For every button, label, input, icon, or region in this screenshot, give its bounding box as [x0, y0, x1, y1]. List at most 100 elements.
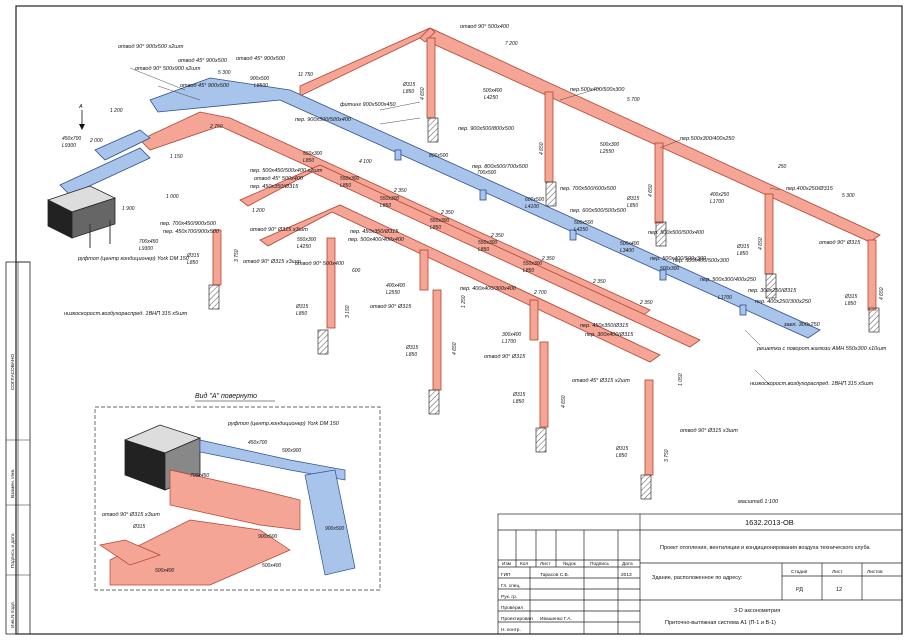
label-f3: пер. 500x450/500x400 x2шт	[250, 168, 323, 174]
size-l23: L850	[187, 260, 198, 266]
dim-f: 2 350	[639, 300, 653, 306]
dim-b: 2 350	[440, 210, 454, 216]
size-s16: 550x300	[380, 196, 399, 202]
agreed-label: СОГЛАСОВАНО	[10, 354, 16, 390]
inventory-label: Инв.N подл.	[10, 601, 16, 628]
sheet-border	[15, 5, 903, 635]
size-s14: 550x300	[303, 151, 322, 157]
unit-dim-d: L9300	[139, 246, 153, 252]
sheets-header: Листов	[867, 569, 883, 575]
size-l30: L850	[845, 301, 856, 307]
unit-caption: руфтоп (центр кондиционер) York DM 150	[77, 256, 190, 262]
inset-d1: 450x700	[248, 440, 267, 446]
label-e1: отвод 90° 900x500 x2шт	[118, 44, 184, 50]
dim-left-a: 1 200	[110, 108, 123, 114]
label-r5: решетка с поворот.жалюзи АМН 550x300 x10…	[756, 346, 887, 352]
view-marker: А	[78, 104, 85, 130]
size-s22: 300x400	[502, 332, 521, 338]
row-role-1: Гл. спец.	[501, 583, 521, 589]
title-block-text: 1632.2013-ОВ Проект отопления, вентиляци…	[501, 518, 883, 633]
size-l1: L4250	[484, 95, 498, 101]
col-3: №док	[563, 561, 577, 567]
height-h3: 4 650	[648, 184, 654, 197]
unit-dim-a: 450x700	[62, 136, 81, 142]
size-l9: L4250	[574, 227, 588, 233]
row-role-0: ГИП	[501, 572, 511, 578]
label-f15: отвод 45° Ø315 x2шт	[572, 378, 630, 384]
stage-header: Стадия	[791, 569, 808, 575]
col-5: Дата	[622, 561, 633, 567]
label-f31: отвод 90° Ø315 x3шт	[243, 259, 301, 265]
dim-left-j: 1 000	[166, 194, 179, 200]
size-l10: L3400	[620, 248, 634, 254]
label-f1: фитинг 900x500x450	[340, 102, 397, 108]
dim-i: 250	[777, 164, 787, 170]
col-4: Подпись	[590, 561, 609, 567]
supports	[208, 117, 880, 500]
size-l17: L850	[430, 225, 441, 231]
supply-ductwork	[139, 27, 881, 476]
side-stamp: СОГЛАСОВАНО Взамен. Инв. Подпись и дата …	[5, 261, 31, 635]
row-role-5: Н. контр.	[501, 627, 521, 633]
size-s7: 700x500	[477, 170, 496, 176]
label-f12: пер. 450x350/Ø315	[580, 323, 629, 329]
size-s30: Ø315	[844, 294, 857, 300]
label-f13: пер. 300x400/Ø315	[585, 332, 634, 338]
replaced-label: Взамен. Инв.	[10, 469, 16, 498]
sheet-value: 12	[836, 587, 842, 593]
stage-value: РД	[796, 587, 803, 593]
label-f21: пер. 500x500/500x400	[648, 230, 705, 236]
stamp-sheet-name: 3-D аксонометрия	[734, 608, 780, 614]
label-f5: пер. 450x350/Ø315	[250, 184, 299, 190]
size-l24: L850	[296, 311, 307, 317]
size-l26: L850	[513, 399, 524, 405]
size-s4: Ø315	[402, 82, 415, 88]
label-r6: низкоскорост.воздухораспред. 1ВНП 315 x5…	[750, 381, 874, 387]
size-s18: 550x300	[478, 240, 497, 246]
size-l3: L1700	[710, 199, 724, 205]
size-s6: 800x500	[429, 153, 448, 159]
size-s3: 400x250	[710, 192, 729, 198]
rooftop-unit	[46, 185, 117, 248]
label-f22: пер. 500x400/500x300	[650, 256, 707, 262]
label-f30: отвод 90° Ø315	[370, 304, 412, 310]
size-l29: L850	[737, 251, 748, 257]
label-f26: пер. 500x300/400x250	[700, 277, 757, 283]
label-r1: пер.500x400/500x300	[570, 87, 625, 93]
size-s9: 500x500	[574, 220, 593, 226]
size-s11: 500x300	[660, 266, 679, 272]
scale-label: масштаб 1:100	[738, 499, 779, 505]
dim-t: 5 700	[627, 97, 640, 103]
height-h10: 3 750	[234, 249, 240, 262]
dim-s: 5 300	[842, 193, 855, 199]
inset-d2: 500x900	[282, 448, 301, 454]
label-d1: 900x500	[250, 76, 269, 82]
label-f10: пер. 500x400/400x400	[348, 237, 405, 243]
sheet-header: Лист	[832, 569, 843, 575]
label-f18: пер. 800x500/700x500	[472, 164, 529, 170]
label-f14: отвод 90° Ø315	[484, 354, 526, 360]
label-r7: низкоскорост.воздухораспред. 1ВНП 315 x5…	[64, 311, 188, 317]
height-h12: 1 050	[678, 373, 684, 386]
size-l21: L2550	[386, 290, 400, 296]
label-f9: пер. 450x350/Ø315	[350, 229, 399, 235]
height-h13: 3 750	[664, 449, 670, 462]
dim-e: 2 350	[592, 279, 606, 285]
size-s25: Ø315	[405, 345, 418, 351]
title-block	[497, 513, 903, 635]
size-l18: L850	[478, 247, 489, 253]
label-f27: пер. 400x250/300x250	[755, 299, 812, 305]
row-name-4: Ивашенко Г.А.	[540, 616, 572, 622]
label-f25: пер. 500x400/500x300	[673, 258, 730, 264]
size-l22: L1700	[502, 339, 516, 345]
label-r8: заел. 300x250	[783, 322, 821, 328]
height-h1: 4 650	[420, 87, 426, 100]
label-dist3: 2 750	[209, 124, 223, 130]
row-role-4: Проектировал	[501, 616, 533, 622]
label-f32: отвод 90° Ø315	[819, 240, 861, 246]
size-l27: L850	[616, 453, 627, 459]
size-s27: Ø315	[615, 446, 628, 452]
size-s17: 550x300	[430, 218, 449, 224]
size-s1: 500x400	[483, 88, 502, 94]
view-marker-letter: А	[78, 104, 83, 110]
